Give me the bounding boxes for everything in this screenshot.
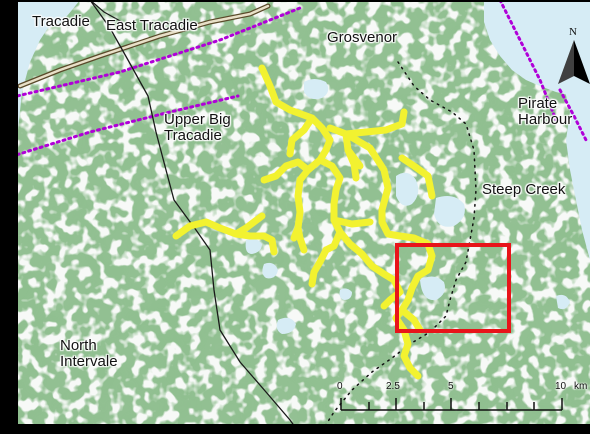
trail-network bbox=[172, 64, 436, 380]
boundary-line-east bbox=[498, 0, 558, 122]
road-network bbox=[17, 0, 301, 434]
boundary-line-south bbox=[0, 94, 240, 162]
trail-segment bbox=[258, 64, 334, 154]
boundary-line-north bbox=[0, 6, 302, 102]
pirate-harbour-water bbox=[560, 60, 590, 260]
trail-segment bbox=[398, 306, 424, 334]
label-tracadie: Tracadie bbox=[32, 13, 90, 30]
label-east-tracadie: East Tracadie bbox=[106, 17, 198, 34]
trail-segment bbox=[232, 212, 266, 238]
trail-segment bbox=[342, 130, 392, 226]
label-steep-creek: Steep Creek bbox=[482, 181, 566, 198]
highway bbox=[18, 4, 270, 88]
trail-segment bbox=[378, 218, 436, 322]
trail-segment bbox=[260, 158, 312, 184]
trail-segment bbox=[308, 246, 330, 288]
dotted-trail bbox=[319, 61, 477, 434]
main-road bbox=[89, 0, 301, 434]
lake-5 bbox=[262, 262, 278, 279]
trail-segment bbox=[294, 224, 308, 254]
lake-3 bbox=[434, 196, 465, 227]
label-grosvenor: Grosvenor bbox=[327, 29, 398, 46]
lake-2 bbox=[396, 172, 419, 206]
trail-segment bbox=[286, 114, 316, 158]
study-area-box[interactable] bbox=[395, 243, 511, 333]
scale-label-0: 0 bbox=[337, 381, 343, 392]
lake-6 bbox=[276, 317, 296, 334]
boundary-lines bbox=[0, 0, 588, 162]
scale-label-10: 10 bbox=[555, 381, 567, 392]
lake-7 bbox=[420, 276, 445, 301]
scale-label-2-5: 2.5 bbox=[386, 381, 400, 392]
trail-segment bbox=[336, 228, 404, 310]
boundary-line-east-2 bbox=[558, 88, 588, 142]
lake-4 bbox=[245, 238, 262, 254]
trail-segment bbox=[316, 156, 344, 254]
trail-segment bbox=[344, 146, 360, 182]
scale-label-5: 5 bbox=[448, 381, 454, 392]
trail-segment bbox=[330, 216, 374, 228]
label-north-intervale: North Intervale bbox=[60, 337, 118, 370]
north-arrow-label: N bbox=[569, 26, 577, 38]
label-upper-big-tracadie: Upper Big Tracadie bbox=[164, 111, 231, 144]
trail-segment bbox=[398, 154, 436, 200]
secondary-road bbox=[89, 0, 123, 23]
label-pirate-harbour: Pirate Harbour bbox=[518, 95, 573, 128]
scale-unit: km bbox=[574, 381, 588, 392]
trail-segment bbox=[392, 314, 422, 380]
lake-8 bbox=[339, 288, 352, 300]
north-arrow-icon bbox=[558, 40, 590, 84]
tracadie-harbour-water bbox=[0, 0, 80, 400]
lake-1 bbox=[304, 79, 329, 100]
lake-9 bbox=[556, 294, 570, 310]
scale-bar bbox=[340, 398, 563, 411]
